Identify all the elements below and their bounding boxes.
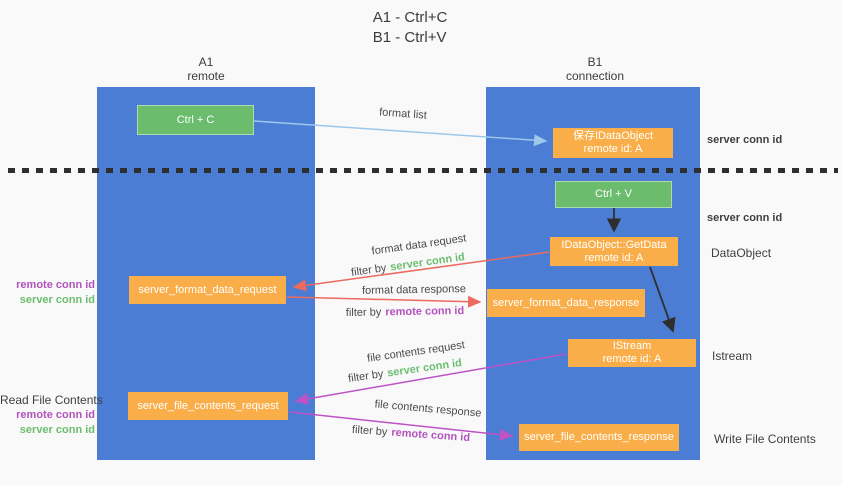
filter-key-remote-conn-id: remote conn id <box>390 426 471 445</box>
node-getdata-label: IDataObject::GetData <box>561 238 667 251</box>
title-line-1: A1 - Ctrl+C <box>372 9 448 26</box>
annotation-server-conn-id-file: server conn id <box>19 424 95 436</box>
node-server-file-contents-request: server_file_contents_request <box>128 392 288 420</box>
node-istream-label: IStream <box>612 340 652 352</box>
annotation-server-conn-id-save: server conn id <box>707 134 783 146</box>
annotation-server-conn-id-paste: server conn id <box>707 212 783 224</box>
node-format-response-label: server_format_data_response <box>492 296 640 309</box>
lane-header-a1: A1 remote <box>187 55 224 83</box>
annotation-write-file-contents: Write File Contents <box>714 432 816 446</box>
annotation-read-file-contents: Read File Contents <box>0 393 103 407</box>
node-server-format-data-request: server_format_data_request <box>129 276 286 304</box>
node-idataobject-getdata: IDataObject::GetData remote id: A <box>550 237 678 266</box>
node-getdata-sublabel: remote id: A <box>584 251 644 264</box>
annotation-dataobject: DataObject <box>711 246 772 260</box>
node-save-dataobject: 保存IDataObject remote id: A <box>553 128 673 158</box>
filter-key-server-conn-id: server conn id <box>389 251 466 274</box>
arrow-format-data-response <box>286 295 482 308</box>
filter-prefix: filter by <box>345 306 382 320</box>
annotation-server-conn-id-format: server conn id <box>19 294 95 306</box>
annotation-group-file-ids: Read File Contents remote conn id server… <box>0 392 103 438</box>
node-ctrl-c-label: Ctrl + C <box>176 113 215 126</box>
node-ctrl-v: Ctrl + V <box>555 181 672 208</box>
edge-label-file-contents-response: file contents response <box>374 398 482 420</box>
node-file-response-label: server_file_contents_response <box>524 431 674 443</box>
lane-a1-role: remote <box>187 69 225 83</box>
dotted-divider <box>8 168 838 173</box>
filter-prefix: filter by <box>351 423 388 439</box>
lane-b1-role: connection <box>565 69 625 83</box>
annotation-istream: Istream <box>712 349 753 363</box>
node-file-request-label: server_file_contents_request <box>137 399 279 412</box>
node-format-request-label: server_format_data_request <box>138 283 277 296</box>
lane-b1-name: B1 <box>587 55 603 69</box>
node-save-dataobject-label: 保存IDataObject <box>572 130 654 142</box>
lane-header-b1: B1 connection <box>566 55 624 83</box>
edge-label-format-data-response: format data response <box>361 283 467 297</box>
lane-a1-name: A1 <box>198 55 214 69</box>
node-server-file-contents-response: server_file_contents_response <box>519 424 679 451</box>
node-istream: IStream remote id: A <box>568 339 696 367</box>
node-istream-sublabel: remote id: A <box>602 353 662 365</box>
annotation-remote-conn-id-file: remote conn id <box>16 409 95 421</box>
node-ctrl-c: Ctrl + C <box>137 105 254 135</box>
filter-key-remote-conn-id: remote conn id <box>385 304 465 319</box>
annotation-group-format-ids: remote conn id server conn id <box>0 278 95 308</box>
node-server-format-data-response: server_format_data_response <box>487 289 645 317</box>
title-line-2: B1 - Ctrl+V <box>372 29 447 46</box>
node-ctrl-v-label: Ctrl + V <box>595 188 632 200</box>
filter-prefix: filter by <box>347 368 385 385</box>
filter-prefix: filter by <box>350 262 388 279</box>
node-save-dataobject-sublabel: remote id: A <box>583 143 643 155</box>
diagram-title: A1 - Ctrl+C B1 - Ctrl+V <box>373 8 448 48</box>
annotation-remote-conn-id-format: remote conn id <box>16 279 95 291</box>
edge-label-format-list: format list <box>378 106 428 122</box>
